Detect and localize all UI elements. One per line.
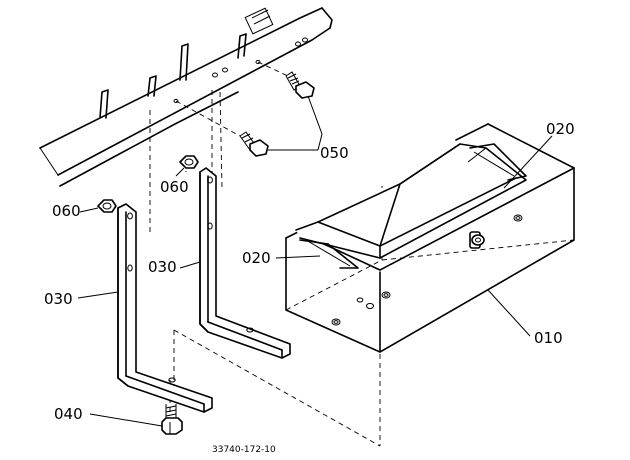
label-050: 050 — [320, 144, 349, 162]
bolt-050-upper — [285, 71, 315, 99]
nut-060-mid — [179, 155, 199, 169]
nut-060-left — [97, 199, 117, 213]
bracket-030-mid — [199, 167, 291, 359]
label-030-left: 030 — [44, 290, 73, 308]
label-020-top: 020 — [546, 120, 575, 138]
drawing-number: 33740-172-10 — [212, 445, 276, 455]
bolt-050-lower — [239, 131, 269, 157]
label-060-left: 060 — [52, 202, 81, 220]
label-020-left: 020 — [242, 249, 271, 267]
label-010: 010 — [534, 329, 563, 347]
bolt-040 — [161, 404, 183, 435]
leader-lines — [77, 95, 553, 427]
label-040: 040 — [54, 405, 83, 423]
box-010 — [285, 123, 575, 353]
frame-rail — [39, 7, 333, 187]
bracket-030-left — [117, 203, 213, 413]
part-labels: 010 020 020 030 030 040 050 060 060 3374… — [44, 120, 575, 455]
label-060-mid: 060 — [160, 178, 189, 196]
label-030-mid: 030 — [148, 258, 177, 276]
